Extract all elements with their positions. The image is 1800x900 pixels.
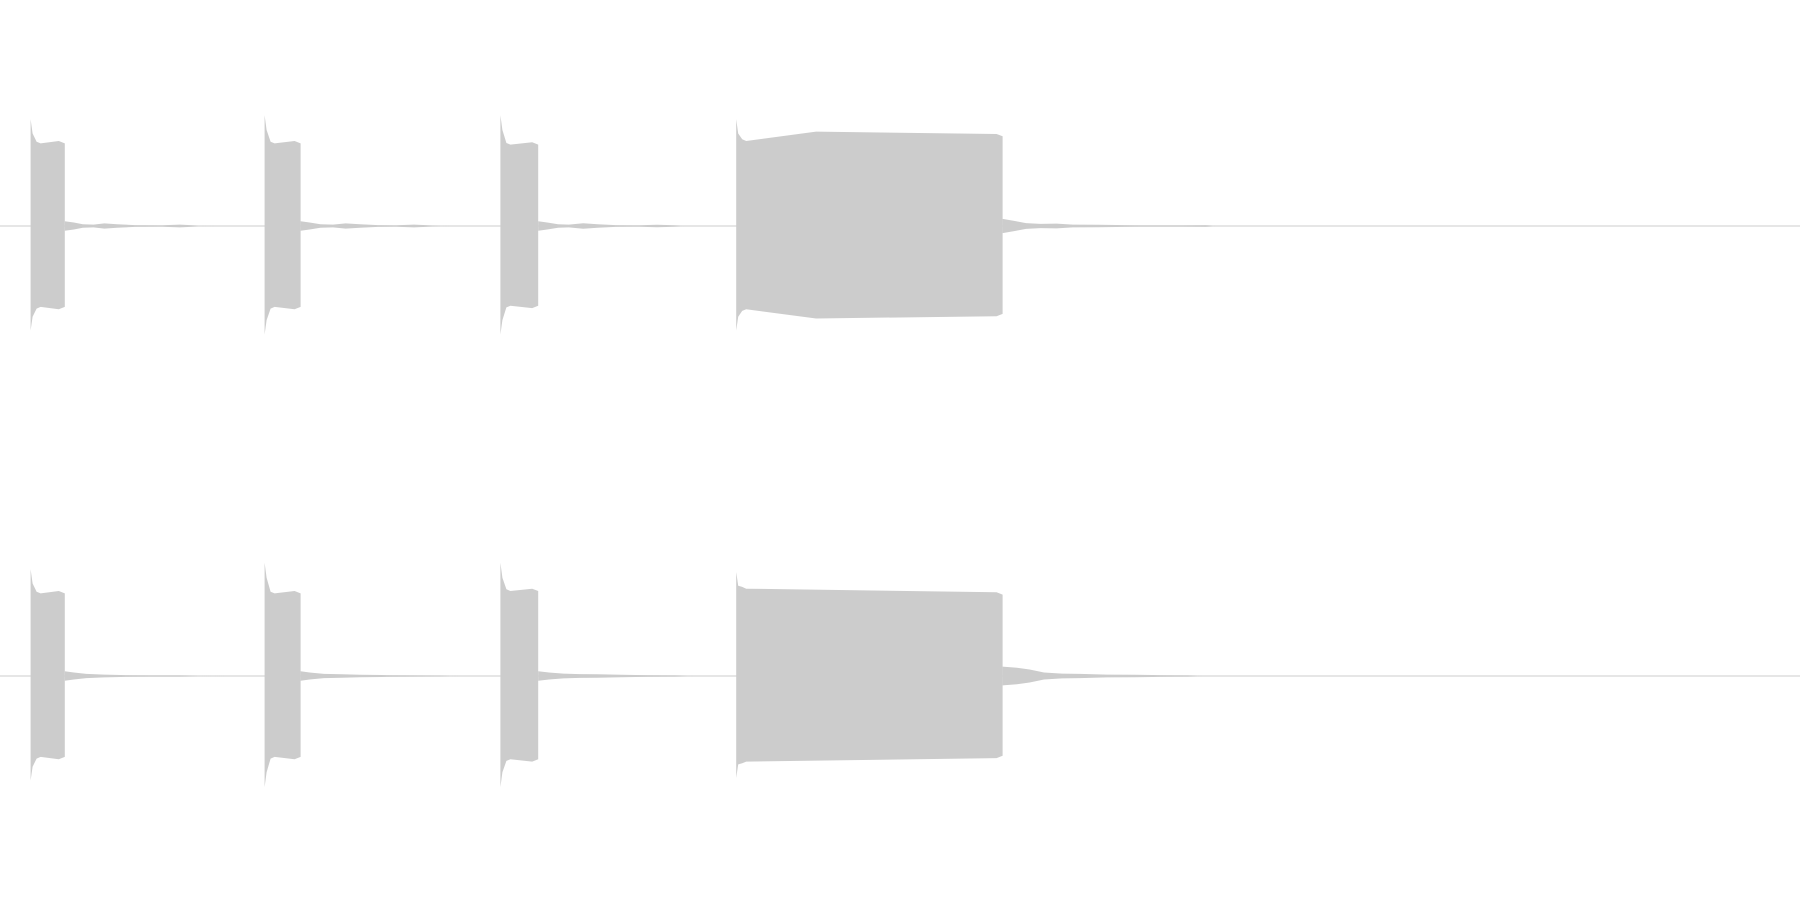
- channel-2: [0, 562, 1800, 788]
- channel-2-event-3-body: [500, 562, 539, 788]
- channel-1: [0, 115, 1800, 335]
- channel-1-event-3-body: [500, 115, 539, 335]
- channel-1-event-2-tail: [300, 221, 450, 231]
- channel-1-event-1-body: [30, 119, 65, 331]
- channel-1-event-1-tail: [64, 221, 216, 231]
- channel-1-event-2-body: [264, 115, 301, 335]
- channel-2-event-2-tail: [300, 671, 459, 681]
- channel-2-event-2-body: [264, 562, 301, 788]
- channel-2-event-4-tail: [1002, 666, 1203, 686]
- channel-2-event-4-body: [736, 572, 1003, 778]
- channel-1-event-4-body: [736, 119, 1003, 331]
- channel-layer: [0, 115, 1800, 788]
- channel-2-event-1-body: [30, 569, 65, 781]
- channel-2-event-1-tail: [64, 671, 225, 681]
- channel-1-event-4-tail: [1002, 218, 1215, 234]
- channel-2-event-3-tail: [538, 671, 693, 681]
- channel-1-event-3-tail: [538, 221, 684, 231]
